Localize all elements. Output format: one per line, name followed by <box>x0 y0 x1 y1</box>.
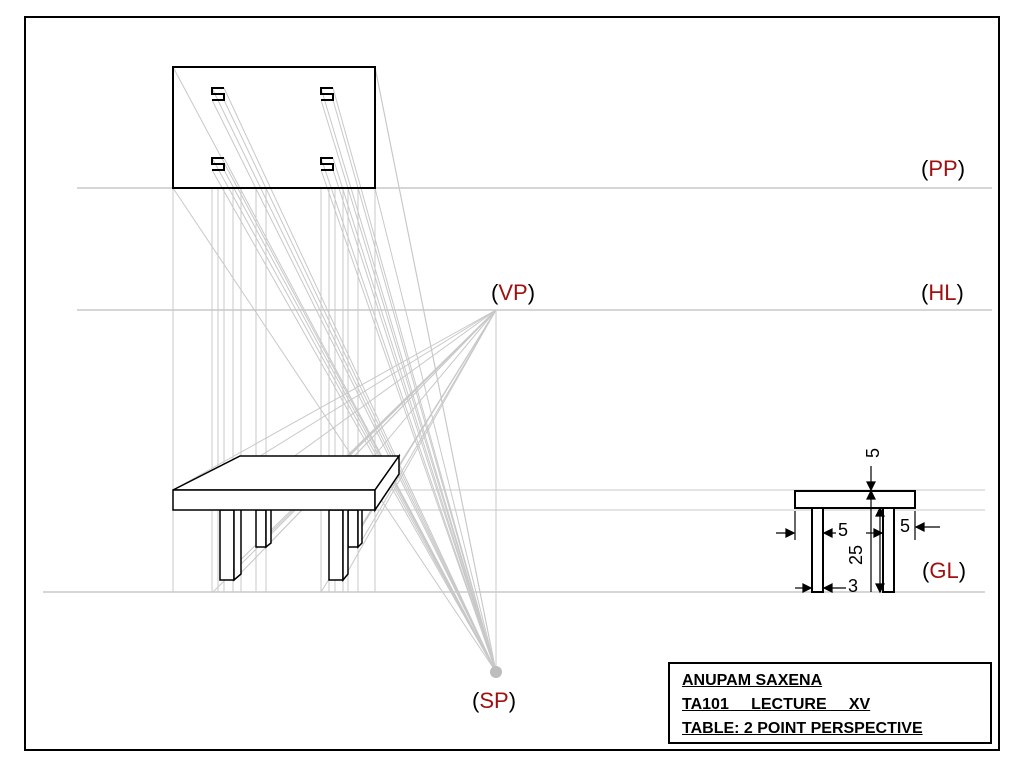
elevation-leg-left <box>811 507 824 593</box>
elevation-view <box>794 490 916 593</box>
dimension-lines <box>776 466 940 594</box>
label-station-point: (SP) <box>472 688 517 713</box>
construction-line <box>374 187 497 673</box>
plan-view-leg-marks <box>211 87 334 171</box>
construction-line <box>223 87 497 673</box>
perspective-leg-back-right <box>347 504 363 549</box>
label-gl-text: GL <box>929 558 959 583</box>
perspective-leg-back-left <box>255 504 272 549</box>
elevation-table-top <box>794 490 916 509</box>
construction-line <box>320 169 497 673</box>
construction-line <box>342 309 497 581</box>
construction-line <box>223 157 497 673</box>
plan-leg-mark <box>211 157 225 171</box>
construction-line <box>332 87 497 673</box>
title-block-author: ANUPAM SAXENA <box>682 672 823 689</box>
construction-line <box>265 309 497 548</box>
plan-view-outline <box>172 66 376 189</box>
label-sp-text: SP <box>479 688 509 713</box>
label-horizon-line: (HL) <box>921 280 964 305</box>
construction-line <box>211 157 497 673</box>
label-vp-text: VP <box>498 280 528 305</box>
construction-line <box>320 99 497 673</box>
plan-leg-mark <box>320 157 334 171</box>
dim-leg-inset-left: 5 <box>838 520 849 540</box>
perspective-table-top-side <box>374 453 400 513</box>
plan-leg-mark <box>211 87 225 101</box>
perspective-table-top-front <box>172 489 376 511</box>
construction-line <box>211 169 497 673</box>
construction-line <box>374 66 497 673</box>
title-block-drawing-title: TABLE: 2 POINT PERSPECTIVE <box>682 720 923 737</box>
construction-line <box>211 99 497 673</box>
perspective-leg-front-right <box>328 504 349 583</box>
construction-line <box>332 157 497 673</box>
title-block-course-lecture: TA101 LECTURE XV <box>682 696 871 713</box>
construction-line <box>223 169 497 673</box>
construction-line <box>172 309 497 491</box>
label-picture-plane: (PP) <box>921 156 966 181</box>
construction-line <box>332 99 497 673</box>
perspective-table <box>172 453 401 583</box>
station-point-dot <box>490 666 502 678</box>
label-pp-text: PP <box>928 156 958 181</box>
label-ground-line: (GL) <box>922 558 967 583</box>
construction-line <box>320 87 497 673</box>
dim-leg-height: 25 <box>846 544 867 566</box>
perspective-leg-front-left <box>219 503 242 582</box>
construction-line <box>211 87 497 673</box>
label-vanishing-point: (VP) <box>491 280 536 305</box>
elevation-leg-right <box>882 507 895 593</box>
title-block: ANUPAM SAXENA TA101 LECTURE XV TABLE: 2 … <box>668 662 992 744</box>
construction-line <box>357 309 497 548</box>
sheet-border <box>24 16 1000 751</box>
perspective-table-top-surface <box>172 455 401 491</box>
plan-leg-mark <box>320 87 334 101</box>
dim-leg-width: 3 <box>848 576 859 596</box>
dim-leg-inset-right: 5 <box>900 516 911 536</box>
plan-view <box>172 66 376 189</box>
dim-top-thickness: 5 <box>863 447 884 459</box>
construction-line <box>332 169 497 673</box>
label-hl-text: HL <box>928 280 957 305</box>
